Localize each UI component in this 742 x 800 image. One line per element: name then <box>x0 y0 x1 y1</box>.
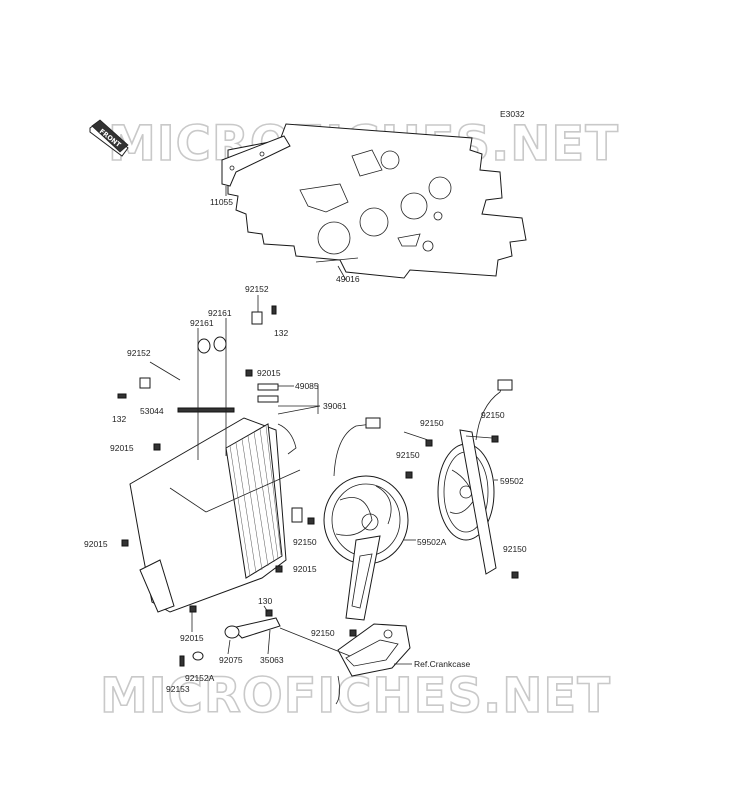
fan-59502A <box>323 417 409 621</box>
label-11055: 11055 <box>210 197 233 207</box>
crankcase-reference <box>335 623 411 705</box>
label-92150-a: 92150 <box>420 418 444 428</box>
label-92015-top: 92015 <box>257 368 281 378</box>
bracket-11055 <box>221 135 291 187</box>
label-92015-mid: 92015 <box>293 564 317 574</box>
label-92161-b: 92161 <box>208 308 232 318</box>
label-132-top: 132 <box>274 328 288 338</box>
label-92153: 92153 <box>166 684 190 694</box>
label-92150-c: 92150 <box>481 410 505 420</box>
label-59502A: 59502A <box>417 537 447 547</box>
label-49016: 49016 <box>336 274 360 284</box>
label-92152-left: 92152 <box>127 348 151 358</box>
radiator-assembly <box>129 417 303 613</box>
watermark-bottom: MICROFICHES.NET <box>100 668 611 724</box>
label-92015-side: 92015 <box>84 539 108 549</box>
diagram-code: E3032 <box>500 109 525 119</box>
ref-crankcase-label: Ref.Crankcase <box>414 659 470 669</box>
label-35063: 35063 <box>260 655 284 665</box>
label-92075: 92075 <box>219 655 243 665</box>
label-92015-bottom: 92015 <box>180 633 204 643</box>
label-49085: 49085 <box>295 381 319 391</box>
label-92150-d: 92150 <box>503 544 527 554</box>
label-92150-b: 92150 <box>396 450 420 460</box>
mount-grommets <box>117 305 277 399</box>
label-92152A: 92152A <box>185 673 215 683</box>
label-92152-top: 92152 <box>245 284 269 294</box>
lower-bracket <box>224 609 281 639</box>
label-59502: 59502 <box>500 476 524 486</box>
label-130: 130 <box>258 596 272 606</box>
label-92150-f: 92150 <box>311 628 335 638</box>
label-53044: 53044 <box>140 406 164 416</box>
label-39061: 39061 <box>323 401 347 411</box>
insulator-plate <box>227 123 527 279</box>
label-92161-a: 92161 <box>190 318 214 328</box>
label-92015-left: 92015 <box>110 443 134 453</box>
label-92150-e: 92150 <box>293 537 317 547</box>
label-132-left: 132 <box>112 414 126 424</box>
fan-59502 <box>437 379 513 575</box>
